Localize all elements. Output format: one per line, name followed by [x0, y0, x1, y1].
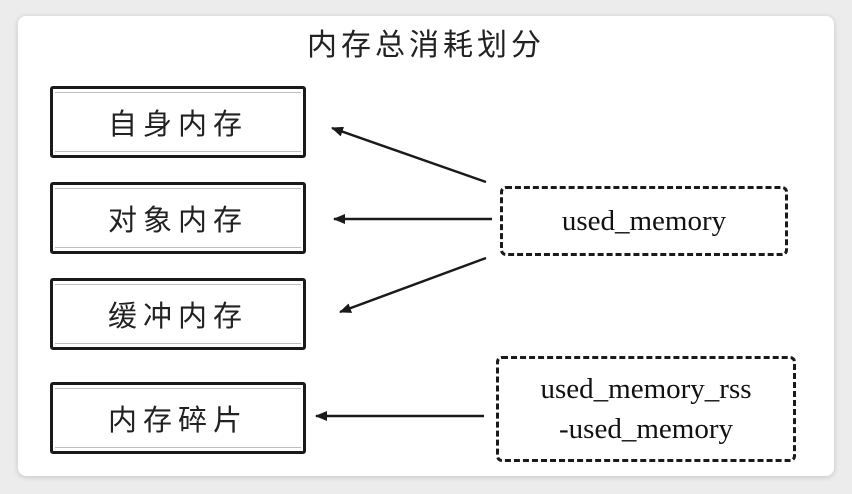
diagram-title: 内存总消耗划分 — [307, 28, 545, 63]
rss-label-line-1: used_memory_rss — [540, 373, 752, 405]
box-self-memory: 自身内存 — [50, 86, 306, 158]
arrow-to-self-memory — [331, 126, 487, 184]
arrow-to-buffer-memory — [339, 256, 487, 314]
rss-minus-used-memory-box: used_memory_rss -used_memory — [496, 356, 796, 462]
rss-label-line-2: -used_memory — [559, 413, 733, 445]
used-memory-box: used_memory — [500, 186, 788, 256]
box-buffer-memory: 缓冲内存 — [50, 278, 306, 350]
box-object-memory: 对象内存 — [50, 182, 306, 254]
box-memory-fragmentation: 内存碎片 — [50, 382, 306, 454]
used-memory-label: used_memory — [561, 205, 727, 237]
